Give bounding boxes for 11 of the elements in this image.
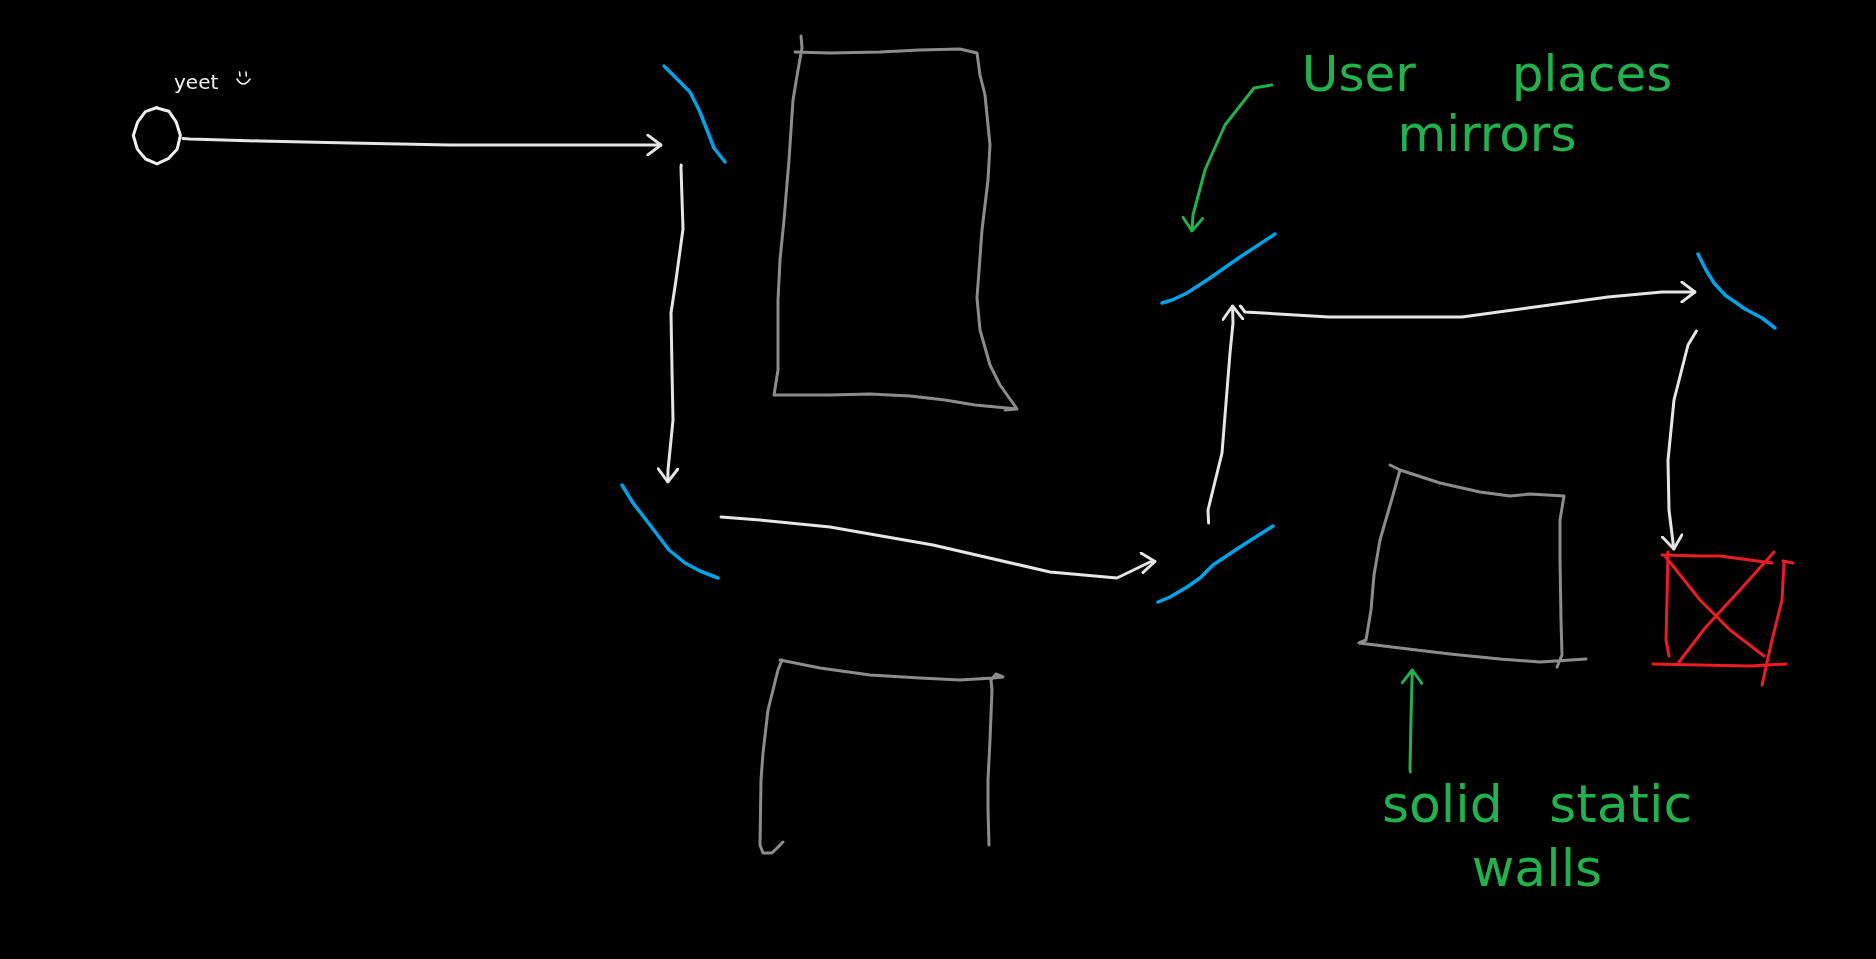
- arrow: [181, 133, 663, 157]
- caption-text: yeet: [174, 72, 219, 92]
- arrow: [1238, 280, 1697, 319]
- arrow: [656, 163, 685, 484]
- leader-arrow: [1181, 83, 1274, 233]
- leader-arrow: [1400, 668, 1424, 774]
- arrow: [1660, 329, 1698, 551]
- arrow: [1206, 304, 1245, 525]
- arrow: [719, 515, 1157, 580]
- annotation-text: User places mirrors: [1272, 44, 1702, 164]
- annotation-text: solid static walls: [1352, 772, 1722, 900]
